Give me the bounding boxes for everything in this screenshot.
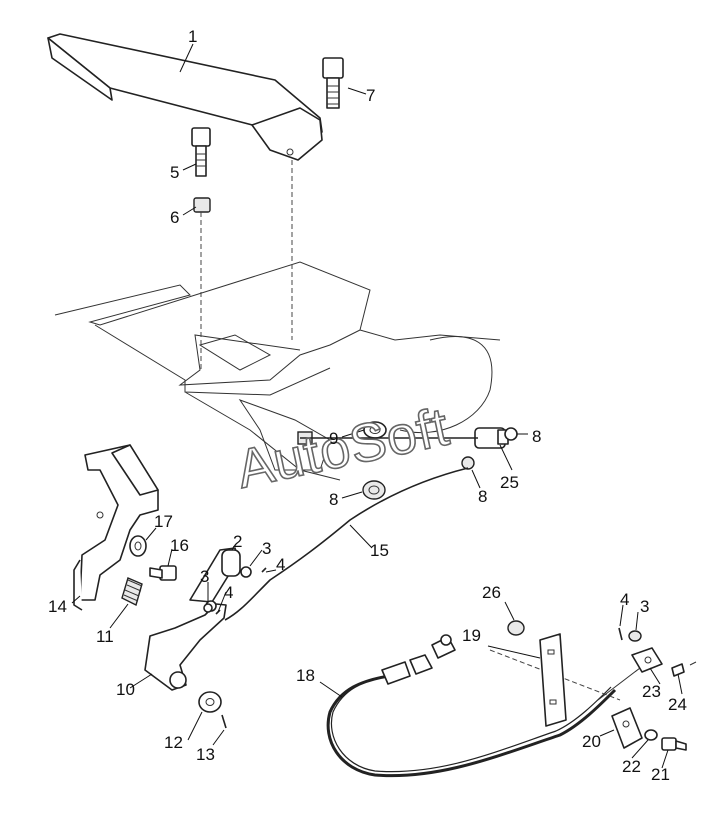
callout-19: 19 [462, 626, 481, 645]
nut-6 [193, 197, 211, 213]
callout-14: 14 [48, 597, 67, 616]
callout-13: 13 [196, 745, 215, 764]
callout-16: 16 [170, 536, 189, 555]
callout-23: 23 [642, 682, 661, 701]
callout-26: 26 [482, 583, 501, 602]
washer-17 [129, 535, 147, 557]
callout-4-right: 4 [620, 590, 629, 609]
callout-21: 21 [651, 765, 670, 784]
floor-panel [54, 261, 501, 481]
callout-8-right: 8 [532, 427, 541, 446]
callout-12: 12 [164, 733, 183, 752]
callout-18: 18 [296, 666, 315, 685]
cable-15 [224, 467, 469, 621]
callout-25: 25 [500, 473, 519, 492]
callout-3-upper: 3 [262, 539, 271, 558]
callout-15: 15 [370, 541, 389, 560]
clip-20 [611, 707, 643, 749]
callout-17: 17 [154, 512, 173, 531]
washer-22 [644, 729, 658, 741]
callout-labels: 1 7 5 6 9 8 8 8 25 15 17 16 2 3 4 3 4 14… [48, 27, 687, 784]
washer-3-right [628, 630, 642, 642]
callout-7: 7 [366, 86, 375, 105]
callout-11: 11 [96, 627, 114, 646]
bolt-5 [191, 127, 211, 177]
bolt-7 [322, 57, 344, 109]
pin-4-right [618, 627, 623, 641]
bolt-21 [661, 737, 687, 751]
callout-3-lower: 3 [200, 567, 209, 586]
pin-4-upper [261, 567, 267, 573]
bolt-16 [149, 565, 177, 581]
grommet-26 [507, 620, 525, 636]
callout-10: 10 [116, 680, 135, 699]
callout-4-lower: 4 [224, 583, 233, 602]
bracket-14 [73, 444, 159, 611]
pedal-plate [47, 33, 323, 161]
pin-13 [221, 714, 227, 729]
callout-2: 2 [233, 532, 242, 551]
callout-8-center: 8 [329, 490, 338, 509]
callout-1: 1 [188, 27, 197, 46]
callout-6: 6 [170, 208, 179, 227]
callout-5: 5 [170, 163, 179, 182]
washer-12 [198, 691, 222, 713]
bracket-19 [539, 633, 567, 727]
washer-3-upper [240, 566, 252, 578]
axis-line-19 [489, 649, 621, 701]
callout-9: 9 [329, 429, 338, 448]
cable-18 [326, 634, 617, 778]
cable-end-rod [597, 667, 641, 701]
washer-3-lower [203, 603, 213, 613]
callout-8-washer: 8 [478, 487, 487, 506]
callout-20: 20 [582, 732, 601, 751]
callout-22: 22 [622, 757, 641, 776]
fitting-23 [631, 647, 663, 673]
callout-3-right: 3 [640, 597, 649, 616]
screw-24 [671, 661, 697, 677]
callout-24: 24 [668, 695, 687, 714]
nut-8-center [362, 480, 386, 500]
callout-4-upper: 4 [276, 555, 285, 574]
leader-lines [71, 43, 683, 769]
spring-11 [121, 577, 143, 607]
watermark-text: AutoSoft [232, 396, 455, 499]
